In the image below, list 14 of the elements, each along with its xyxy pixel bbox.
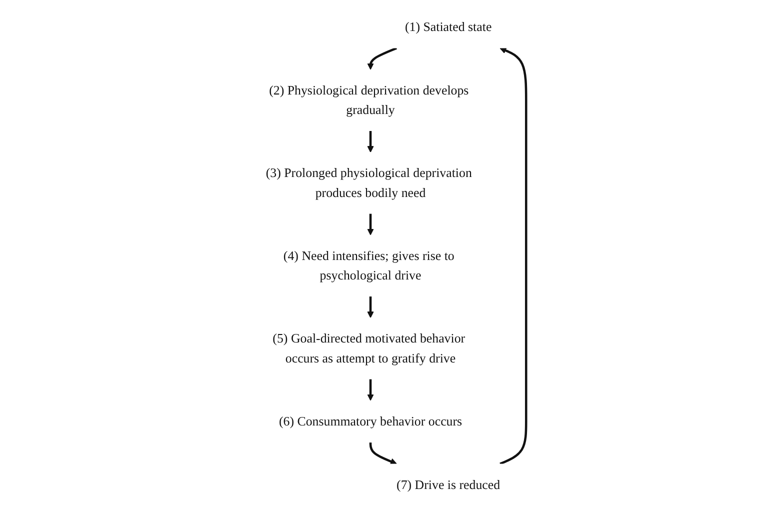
node-text: (3) Prolonged physiological deprivation produces bodily need <box>266 166 472 200</box>
node-text: (4) Need intensifies; gives rise to psychological drive <box>283 248 454 282</box>
node-text: (1) Satiated state <box>404 20 492 34</box>
arrow <box>367 130 374 152</box>
arrow <box>367 47 398 70</box>
arrow <box>369 442 397 465</box>
node-text: (2) Physiological deprivation develops gradually <box>269 83 469 117</box>
arrow <box>367 214 374 236</box>
node-text: (5) Goal-directed motivated behavior occurs as attempt to gratify drive <box>272 331 466 366</box>
node-text: (6) Consummatory behavior occurs <box>278 414 462 428</box>
arrow <box>367 296 374 318</box>
node-text: (7) Drive is reduced <box>396 477 500 492</box>
arrow <box>500 47 528 465</box>
arrow <box>367 379 374 401</box>
